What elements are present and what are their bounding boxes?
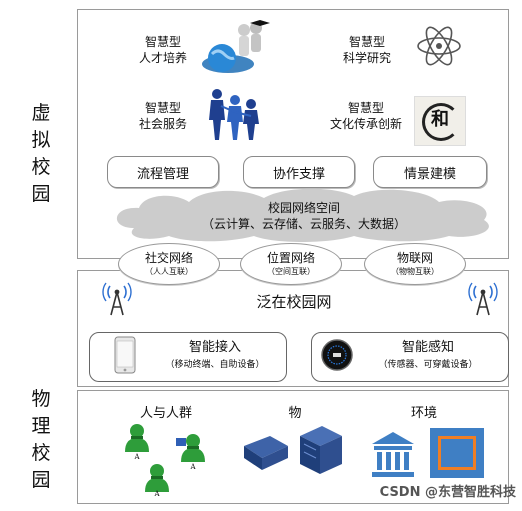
- scenario-modeling-box: 情景建模: [373, 156, 487, 188]
- smartphone-icon: [114, 336, 136, 374]
- talent-cultivation-label: 智慧型 人才培养: [128, 34, 198, 66]
- social-network-oval: 社交网络 （人人互联）: [118, 243, 220, 285]
- iot-network-label: 物联网: [396, 251, 433, 265]
- server-rack-icon: [300, 426, 342, 474]
- virtual-label-char: 拟: [31, 129, 51, 151]
- person-icon: [125, 424, 149, 452]
- person-badge: A: [134, 453, 140, 461]
- smart-sensing-subtitle: （传感器、可穿戴设备）: [378, 360, 478, 370]
- globe-people-icon: [202, 20, 270, 73]
- ubiquitous-network-title: 泛在校园网: [256, 293, 332, 311]
- environment-category-label: 环境: [410, 406, 437, 421]
- person-icon: [145, 464, 169, 492]
- harmony-logo-char: 和: [431, 109, 449, 130]
- person-badge: A: [154, 490, 160, 498]
- smart-access-text: 智能接入 （移动终端、自助设备）: [150, 340, 280, 371]
- research-label: 智慧型 科学研究: [332, 34, 402, 66]
- smart-sensing-text: 智能感知 （传感器、可穿戴设备）: [358, 340, 498, 371]
- antenna-icon: [102, 282, 132, 316]
- location-network-sub: （空间互联）: [267, 267, 315, 276]
- location-network-oval: 位置网络 （空间互联）: [240, 243, 342, 285]
- virtual-label-char: 校: [31, 156, 51, 178]
- culture-innovation-label: 智慧型 文化传承创新: [318, 100, 414, 132]
- thermostat-icon: [321, 339, 353, 371]
- harmony-logo-circle: [422, 103, 460, 141]
- building-icon: [372, 432, 414, 477]
- process-management-box: 流程管理: [107, 156, 219, 188]
- social-line2: 社会服务: [138, 117, 187, 131]
- social-line1: 智慧型: [144, 101, 181, 115]
- collaboration-support-box: 协作支撑: [243, 156, 355, 188]
- person-icon: [176, 434, 205, 462]
- physical-label-char: 校: [31, 442, 51, 464]
- atom-icon: [417, 26, 461, 66]
- social-network-label: 社交网络: [144, 251, 193, 265]
- social-network-sub: （人人互联）: [145, 267, 193, 276]
- server-icon: [244, 436, 288, 470]
- physical-campus-label: 物 理 校 园: [28, 386, 54, 494]
- talent-line1: 智慧型: [144, 35, 181, 49]
- smart-sensing-title: 智能感知: [401, 340, 454, 355]
- person-badge: A: [190, 463, 196, 471]
- harmony-logo: 和: [414, 96, 466, 146]
- smart-access-subtitle: （移动终端、自助设备）: [165, 360, 265, 370]
- virtual-label-char: 园: [31, 183, 51, 205]
- campus-network-space: 校园网络空间 （云计算、云存储、云服务、大数据）: [184, 200, 424, 232]
- landscape-frame-inner: [438, 436, 476, 470]
- location-network-label: 位置网络: [266, 251, 315, 265]
- iot-network-sub: （物物互联）: [391, 267, 439, 276]
- cloud-shape: [116, 188, 489, 242]
- physical-label-char: 理: [31, 415, 51, 437]
- physical-label-char: 物: [31, 388, 51, 410]
- iot-network-oval: 物联网 （物物互联）: [364, 243, 466, 285]
- antenna-icon: [468, 282, 498, 316]
- social-service-label: 智慧型 社会服务: [128, 100, 198, 132]
- watermark: CSDN @东营智胜科技: [379, 485, 516, 500]
- things-category-label: 物: [288, 406, 302, 421]
- cloud-title: 校园网络空间: [267, 201, 340, 215]
- people-group-icon: [209, 89, 259, 140]
- research-line2: 科学研究: [342, 51, 391, 65]
- virtual-label-char: 虚: [31, 102, 51, 124]
- research-line1: 智慧型: [348, 35, 385, 49]
- smart-access-title: 智能接入: [188, 340, 241, 355]
- cloud-subtitle: （云计算、云存储、云服务、大数据）: [201, 217, 406, 231]
- talent-line2: 人才培养: [138, 51, 187, 65]
- physical-label-char: 园: [31, 469, 51, 491]
- people-category-label: 人与人群: [139, 406, 192, 421]
- culture-line2: 文化传承创新: [329, 117, 402, 131]
- virtual-campus-label: 虚 拟 校 园: [28, 100, 54, 208]
- landscape-frame: [430, 428, 484, 478]
- culture-line1: 智慧型: [347, 101, 384, 115]
